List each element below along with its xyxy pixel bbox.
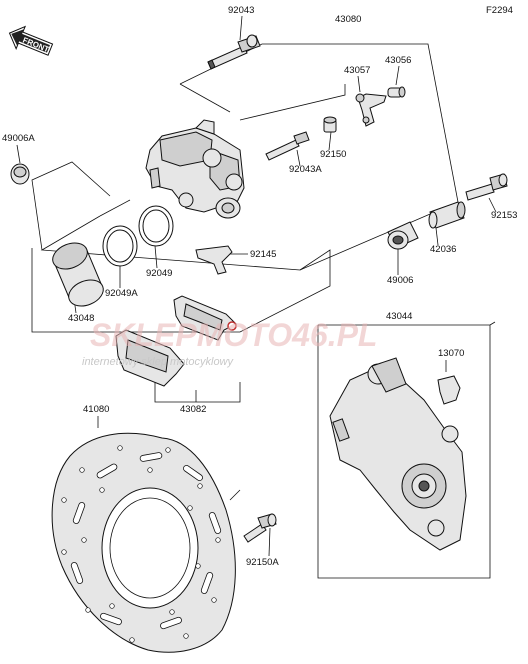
- seal-92049a: [102, 225, 138, 267]
- label-43056: 43056: [385, 55, 411, 66]
- boot-49006a: [10, 163, 30, 185]
- sleeve-42036: [428, 201, 466, 229]
- pin-92043a: [265, 131, 310, 161]
- label-92043: 92043: [228, 5, 254, 16]
- label-92049a: 92049A: [105, 288, 138, 299]
- watermark-tagline: internetowy sklep motocyklowy: [82, 356, 235, 368]
- bleeder-bracket-43057: [355, 93, 387, 127]
- caliper-bracket-43044: [329, 357, 467, 551]
- label-43057: 43057: [344, 65, 370, 76]
- bolt-92150a: [243, 513, 277, 543]
- label-49006: 49006: [387, 275, 413, 286]
- label-13070: 13070: [438, 348, 464, 359]
- label-92153: 92153: [491, 210, 517, 221]
- seal-92049: [138, 205, 174, 247]
- front-arrow-icon: FRONT: [8, 25, 54, 56]
- bleeder-screw-92150: [323, 116, 337, 133]
- watermark: SKLEPMOTO46.PL internetowy sklep motocyk…: [82, 317, 377, 368]
- label-43044: 43044: [386, 311, 412, 322]
- bolt-92043: [207, 34, 261, 70]
- boot-49006: [387, 221, 419, 250]
- caliper-body-43080: [145, 119, 245, 219]
- label-43080: 43080: [335, 14, 361, 25]
- label-92145: 92145: [250, 249, 276, 260]
- bolt-92153: [465, 173, 508, 201]
- label-92049: 92049: [146, 268, 172, 279]
- brake-disc-41080: [51, 432, 236, 653]
- label-92150a: 92150A: [246, 557, 279, 568]
- label-43048: 43048: [68, 313, 94, 324]
- watermark-brand: SKLEPMOTO46.PL: [90, 317, 377, 353]
- piston-43048: [52, 242, 104, 307]
- label-41080: 41080: [83, 404, 109, 415]
- label-49006a: 49006A: [2, 133, 35, 144]
- label-43082: 43082: [180, 404, 206, 415]
- label-92150: 92150: [320, 149, 346, 160]
- label-92043a: 92043A: [289, 164, 322, 175]
- brake-pad-upper: [173, 295, 237, 341]
- brake-pad-lower: [115, 329, 185, 387]
- bleeder-cap-43056: [387, 86, 406, 98]
- diagram-code: F2294: [486, 5, 513, 16]
- bracket-assembly-frame: [317, 324, 491, 579]
- spring-clip-92145: [195, 245, 233, 275]
- pad-group-frame: [31, 248, 331, 333]
- pad-spring-13070: [437, 375, 461, 405]
- label-42036: 42036: [430, 244, 456, 255]
